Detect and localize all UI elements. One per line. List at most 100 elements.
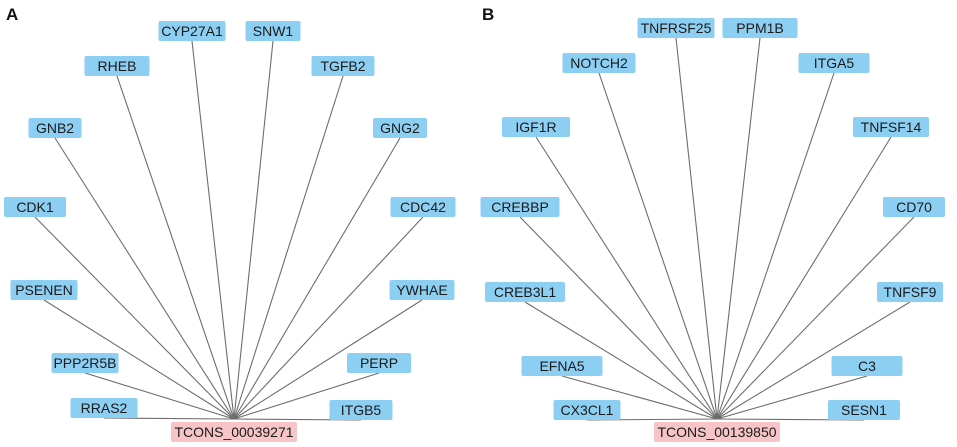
target-node-label: GNG2 <box>380 120 420 136</box>
target-node-label: NOTCH2 <box>570 55 628 71</box>
target-node-gnb2[interactable]: GNB2 <box>28 118 82 138</box>
target-node-box <box>502 117 570 137</box>
center-node-label: TCONS_00139850 <box>657 424 776 440</box>
target-node-box <box>347 353 411 373</box>
panel-a-edges <box>34 40 424 421</box>
target-node-ppm1b[interactable]: PPM1B <box>722 18 798 38</box>
target-node-label: CD70 <box>896 199 932 215</box>
target-node-box <box>158 21 226 41</box>
edge-tcons-00039271-tgfb2 <box>233 75 344 420</box>
target-node-box <box>853 117 929 137</box>
target-node-efna5[interactable]: EFNA5 <box>521 356 603 376</box>
target-node-tnfrsf25[interactable]: TNFRSF25 <box>637 18 715 38</box>
edge-tcons-00039271-rheb <box>116 75 235 420</box>
target-node-cdc42[interactable]: CDC42 <box>390 197 456 217</box>
target-node-box <box>562 53 636 73</box>
target-node-box <box>51 353 119 373</box>
edge-tcons-00139850-efna5 <box>561 375 718 420</box>
target-node-cyp27a1[interactable]: CYP27A1 <box>158 21 226 41</box>
edge-tcons-00039271-gnb2 <box>54 137 235 420</box>
target-node-crebbp[interactable]: CREBBP <box>480 197 560 217</box>
edge-tcons-00139850-tnfsf9 <box>716 301 911 420</box>
edge-tcons-00139850-tnfsf14 <box>716 136 892 420</box>
target-node-rheb[interactable]: RHEB <box>84 56 150 76</box>
target-node-label: EFNA5 <box>539 358 584 374</box>
edge-tcons-00039271-ppp2r5b <box>84 372 235 420</box>
edge-tcons-00139850-crebbp <box>519 216 718 420</box>
target-node-label: CDC42 <box>400 199 446 215</box>
edge-tcons-00139850-igf1r <box>535 136 718 420</box>
target-node-label: TGFB2 <box>320 58 365 74</box>
target-node-label: CREB3L1 <box>494 284 556 300</box>
target-node-box <box>373 118 427 138</box>
target-node-label: TNFRSF25 <box>641 20 712 36</box>
target-node-igf1r[interactable]: IGF1R <box>502 117 570 137</box>
target-node-label: GNB2 <box>36 120 74 136</box>
panel-b: B CX3CL1EFNA5CREB3L1CREBBPIGF1RNOTCH2TNF… <box>480 5 945 442</box>
target-node-ppp2r5b[interactable]: PPP2R5B <box>51 353 119 373</box>
edge-tcons-00139850-tnfrsf25 <box>675 37 718 420</box>
target-node-gng2[interactable]: GNG2 <box>373 118 427 138</box>
target-node-label: YWHAE <box>396 282 447 298</box>
target-node-label: PSENEN <box>15 282 73 298</box>
target-node-label: IGF1R <box>515 119 556 135</box>
target-node-box <box>877 282 943 302</box>
edge-tcons-00039271-cdk1 <box>34 216 235 420</box>
target-node-psenen[interactable]: PSENEN <box>10 280 78 300</box>
target-node-notch2[interactable]: NOTCH2 <box>562 53 636 73</box>
edge-tcons-00139850-ppm1b <box>716 37 761 420</box>
target-node-box <box>831 356 903 376</box>
target-node-box <box>722 18 798 38</box>
target-node-creb3l1[interactable]: CREB3L1 <box>485 282 565 302</box>
target-node-box <box>329 400 393 420</box>
target-node-label: PPM1B <box>736 20 783 36</box>
edge-tcons-00039271-snw1 <box>233 40 274 420</box>
target-node-perp[interactable]: PERP <box>347 353 411 373</box>
target-node-label: CREBBP <box>491 199 549 215</box>
target-node-label: ITGA5 <box>814 55 855 71</box>
target-node-box <box>637 18 715 38</box>
edge-tcons-00039271-cyp27a1 <box>191 40 235 420</box>
edge-tcons-00139850-cd70 <box>716 216 915 420</box>
edge-tcons-00039271-perp <box>233 372 380 420</box>
center-node-box <box>171 422 297 442</box>
panel-b-edges <box>519 37 915 421</box>
target-node-snw1[interactable]: SNW1 <box>245 21 301 41</box>
target-node-box <box>70 398 138 418</box>
edge-tcons-00139850-itga5 <box>716 72 835 420</box>
target-node-tnfsf9[interactable]: TNFSF9 <box>877 282 943 302</box>
edge-tcons-00039271-ywhae <box>233 299 423 420</box>
target-node-box <box>311 56 375 76</box>
target-node-box <box>521 356 603 376</box>
edge-tcons-00039271-rras2 <box>103 417 235 420</box>
panel-a: A RRAS2 PPP2R5B PSENEN CDK1 GNB2 RHEB CYP27A1 S… <box>4 5 456 442</box>
target-node-itga5[interactable]: ITGA5 <box>798 53 870 73</box>
panel-a-letter: A <box>6 5 18 24</box>
target-node-ywhae[interactable]: YWHAE <box>389 280 455 300</box>
center-node-tcons-00039271[interactable]: TCONS_00039271 <box>171 422 297 442</box>
panel-a-nodes: RRAS2 PPP2R5B PSENEN CDK1 GNB2 RHEB CYP27A1 SNW… <box>4 21 456 442</box>
target-node-cdk1[interactable]: CDK1 <box>4 197 66 217</box>
target-node-tnfsf14[interactable]: TNFSF14 <box>853 117 929 137</box>
target-node-label: TNFSF9 <box>884 284 937 300</box>
target-node-label: ITGB5 <box>341 402 382 418</box>
target-node-box <box>553 400 621 420</box>
target-node-cx3cl1[interactable]: CX3CL1 <box>553 400 621 420</box>
target-node-label: CX3CL1 <box>561 402 614 418</box>
target-node-itgb5[interactable]: ITGB5 <box>329 400 393 420</box>
edge-tcons-00039271-gng2 <box>233 137 401 420</box>
target-node-c3[interactable]: C3 <box>831 356 903 376</box>
target-node-sesn1[interactable]: SESN1 <box>828 400 900 420</box>
target-node-label: RHEB <box>98 58 137 74</box>
target-node-tgfb2[interactable]: TGFB2 <box>311 56 375 76</box>
target-node-rras2[interactable]: RRAS2 <box>70 398 138 418</box>
target-node-box <box>883 197 945 217</box>
target-node-label: C3 <box>858 358 876 374</box>
target-node-box <box>10 280 78 300</box>
target-node-cd70[interactable]: CD70 <box>883 197 945 217</box>
edge-tcons-00139850-notch2 <box>598 72 718 420</box>
panel-b-letter: B <box>482 5 494 24</box>
target-node-box <box>485 282 565 302</box>
center-node-tcons-00139850[interactable]: TCONS_00139850 <box>654 422 780 442</box>
target-node-label: PERP <box>360 355 398 371</box>
